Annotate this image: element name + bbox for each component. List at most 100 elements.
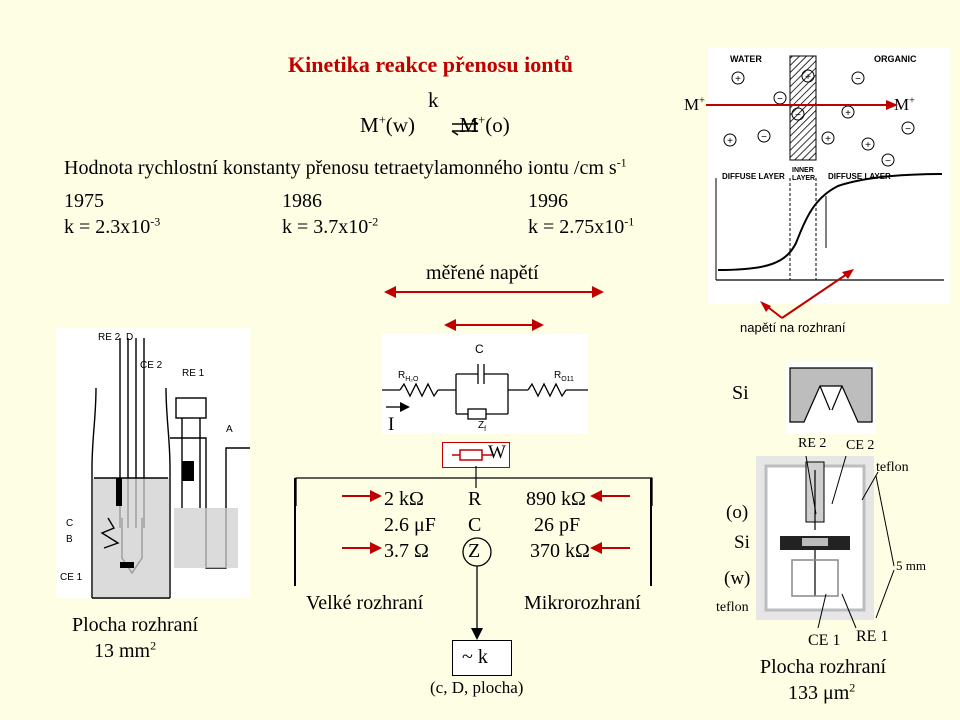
year-1996: 1996 [528, 190, 568, 212]
rate-heading-exp: -1 [616, 155, 627, 170]
silicon-detail-svg [789, 367, 873, 423]
svg-text:−: − [761, 132, 767, 143]
svg-text:−: − [905, 124, 911, 135]
k-1975-exp: -3 [150, 214, 161, 229]
svg-text:+: + [825, 134, 831, 145]
svg-text:+: + [735, 74, 741, 85]
water-phase-label: (w) [724, 568, 751, 589]
large-interface-label: Velké rozhraní [306, 592, 424, 614]
table-arrows [342, 490, 630, 554]
table-bracket [295, 477, 653, 506]
right-caption-line1: Plocha rozhraní [760, 656, 887, 678]
rh2o-sub: H₂O [405, 376, 419, 383]
zf-sub: f [484, 426, 487, 433]
rate-heading: Hodnota rychlostní konstanty přenosu tet… [64, 155, 627, 180]
diffuse-layer-left: DIFFUSE LAYER [722, 172, 785, 181]
bracket-right-line [650, 478, 652, 586]
large-z-value: 3.7 Ω [384, 540, 429, 562]
k-result-box [452, 640, 512, 676]
ion-right-charge: + [478, 113, 486, 127]
year-1986: 1986 [282, 190, 322, 212]
right-area-exp: 2 [849, 680, 856, 695]
micro-interface-label: Mikrorozhraní [524, 592, 641, 614]
param-r: R [468, 488, 482, 510]
micro-re1-label: RE 1 [856, 628, 889, 645]
micro-teflon-bottom-label: teflon [716, 600, 749, 615]
zf-text: Z [478, 420, 485, 431]
right-caption-line2: 133 μm2 [788, 680, 856, 705]
ion-m-right-charge: + [909, 95, 915, 107]
cell-label-c: C [66, 518, 74, 529]
scale-5mm-label: 5 mm [896, 558, 926, 573]
k-1986-exp: -2 [368, 214, 379, 229]
inner-layer-label: INNER LAYER [792, 167, 816, 182]
organic-phase-label: (o) [726, 502, 749, 523]
microinterface-cell [756, 456, 874, 620]
interface-diagram-svg: + − + + + − − − − + − + [715, 55, 944, 281]
ro-sub: O11 [561, 376, 574, 383]
ion-m-left: M+ [684, 95, 705, 115]
interface-voltage-arrow [760, 269, 854, 319]
rate-heading-text: Hodnota rychlostní konstanty přenosu tet… [64, 157, 617, 179]
k-1975-value: k = 2.3x10 [64, 216, 151, 238]
left-caption-line1: Plocha rozhraní [72, 614, 199, 636]
interface-potential-diagram: +−+++−−−−+−+ WATER ORGANIC DIFFUSE LAYER… [708, 48, 950, 304]
measured-voltage-label: měřené napětí [426, 262, 539, 284]
svg-text:+: + [845, 108, 851, 119]
cell-label-ce2: CE 2 [140, 360, 163, 371]
k-1986-value: k = 3.7x10 [282, 216, 369, 238]
k-1975: k = 2.3x10-3 [64, 214, 161, 239]
phase-left: (w) [385, 113, 415, 137]
micro-ce2-label: CE 2 [846, 438, 875, 453]
svg-text:−: − [855, 74, 861, 85]
micro-cell-svg [764, 461, 866, 612]
k-dependencies: (c, D, plocha) [430, 678, 524, 697]
svg-text:+: + [865, 140, 871, 151]
cell-drawing-svg [91, 338, 250, 599]
phase-right: (o) [485, 113, 510, 137]
left-caption-line2: 13 mm2 [94, 639, 156, 663]
ro-text: R [554, 370, 562, 381]
circuit-c-label: C [475, 342, 484, 356]
si-top-label: Si [732, 382, 749, 404]
right-area-value: 133 μm [788, 682, 850, 704]
cell-label-ce1: CE 1 [60, 572, 83, 583]
reaction-equation: M+(w) M+(o) [360, 113, 510, 138]
circuit-rh2o-label: RH₂O [398, 370, 418, 383]
large-c-value: 2.6 μF [384, 514, 436, 536]
rate-constant-label: k [428, 88, 439, 112]
current-arrow-icon [386, 402, 410, 412]
param-z: Z [468, 540, 481, 562]
svg-text:−: − [777, 94, 783, 105]
warburg-label: W [488, 442, 506, 463]
water-label: WATER [730, 54, 762, 64]
ion-m-left-charge: + [699, 95, 705, 107]
svg-text:−: − [795, 110, 801, 121]
ion-m-right: M+ [894, 95, 915, 115]
micro-r-value: 890 kΩ [526, 488, 586, 510]
svg-text:+: + [805, 72, 811, 83]
year-1975: 1975 [64, 190, 104, 212]
ion-m-left-text: M [684, 95, 700, 114]
equivalent-circuit: C RH₂O RO11 Zf [382, 334, 588, 434]
k-result: ~ k [462, 646, 488, 668]
circuit-ro-label: RO11 [554, 370, 574, 383]
measured-voltage-arrow [384, 286, 604, 298]
diffuse-layer-right: DIFFUSE LAYER [828, 172, 891, 181]
bracket-left-line [294, 478, 296, 586]
cell-label-re2: RE 2 [98, 332, 121, 343]
silicon-label: Si [734, 532, 750, 553]
large-r-value: 2 kΩ [384, 488, 424, 510]
warburg-element-icon [452, 449, 492, 461]
micro-z-value: 370 kΩ [530, 540, 590, 562]
circuit-current-label: I [388, 414, 395, 435]
param-c: C [468, 514, 482, 536]
cell-label-b: B [66, 534, 73, 545]
micro-re2-label: RE 2 [798, 436, 827, 451]
k-1996: k = 2.75x10-1 [528, 215, 634, 239]
micro-teflon-top-label: teflon [876, 460, 909, 475]
svg-text:+: + [727, 136, 733, 147]
capacitance-arrow [444, 319, 544, 331]
ion-left: M [360, 113, 379, 137]
svg-text:−: − [885, 156, 891, 167]
